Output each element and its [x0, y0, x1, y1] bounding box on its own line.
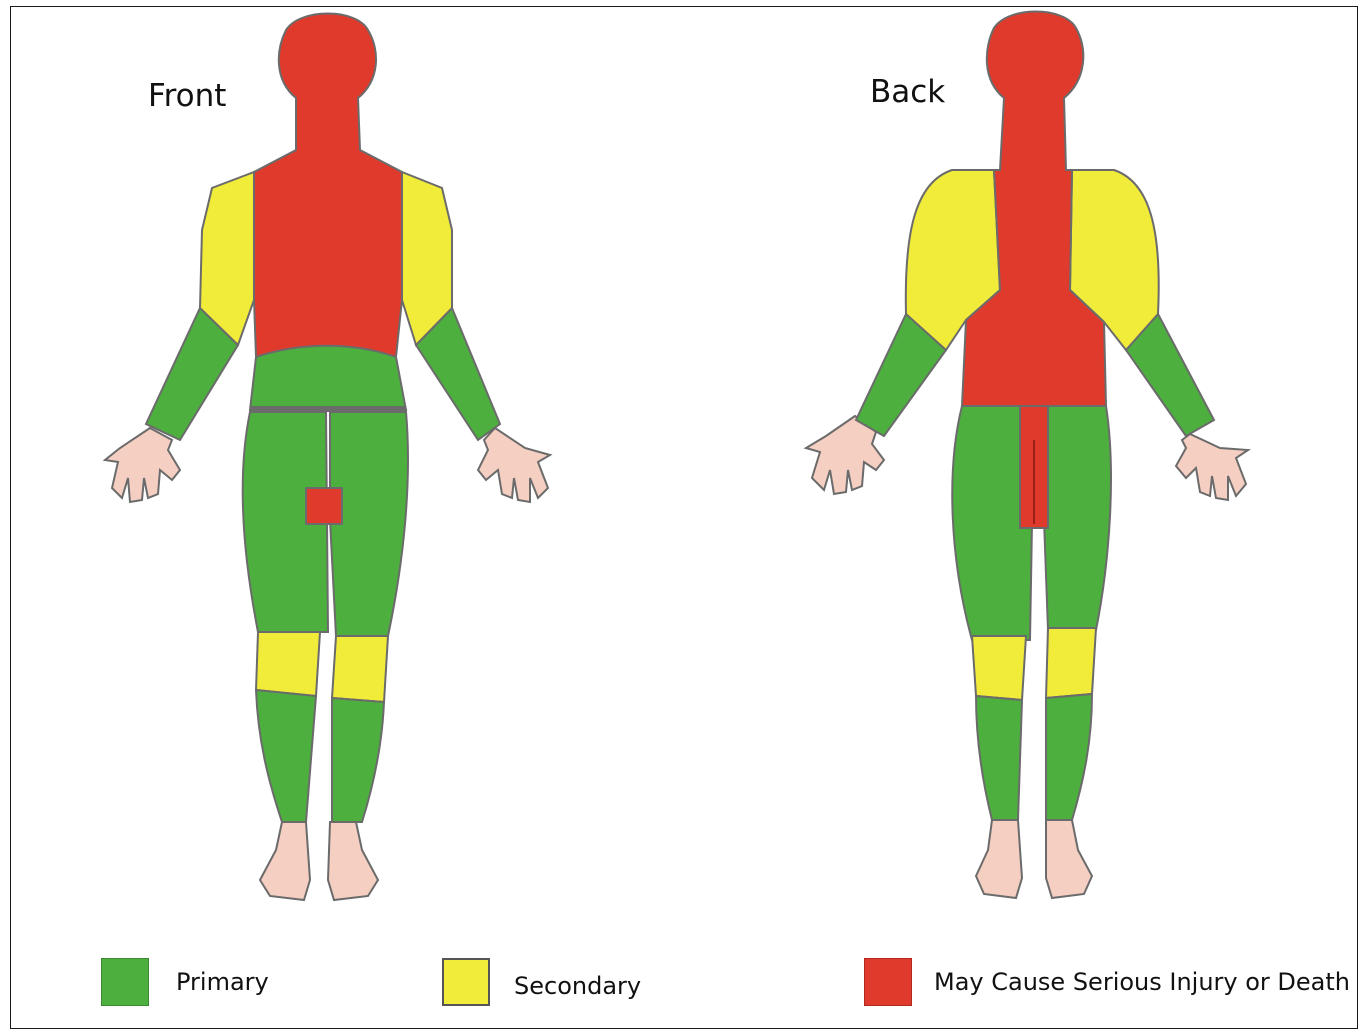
back-right-thigh: [1040, 406, 1111, 630]
legend-label-danger: May Cause Serious Injury or Death: [934, 968, 1350, 996]
front-left-shin: [256, 690, 316, 822]
front-torso: [254, 14, 402, 358]
legend-swatch-danger: [864, 958, 912, 1006]
legend-label-primary: Primary: [176, 968, 269, 996]
back-left-knee: [972, 636, 1026, 700]
front-left-knee: [256, 632, 320, 696]
front-right-foot: [328, 822, 378, 900]
front-groin: [306, 488, 342, 524]
legend-label-secondary: Secondary: [514, 972, 641, 1000]
front-right-shin: [332, 698, 384, 822]
front-left-hand: [105, 428, 180, 502]
front-left-foot: [260, 822, 310, 900]
front-figure: [105, 14, 550, 901]
back-right-calf: [1046, 694, 1092, 820]
back-right-hand: [1176, 434, 1248, 500]
back-right-foot: [1046, 820, 1092, 898]
back-view-label: Back: [870, 74, 945, 110]
back-left-calf: [976, 696, 1022, 820]
front-view-label: Front: [148, 78, 226, 114]
legend-swatch-secondary: [442, 958, 490, 1006]
front-right-hand: [478, 428, 550, 502]
front-right-knee: [332, 636, 388, 702]
front-abdomen: [250, 346, 406, 410]
back-figure: [806, 12, 1248, 899]
back-right-knee: [1046, 628, 1096, 698]
legend-swatch-primary: [101, 958, 149, 1006]
back-left-foot: [976, 820, 1022, 898]
